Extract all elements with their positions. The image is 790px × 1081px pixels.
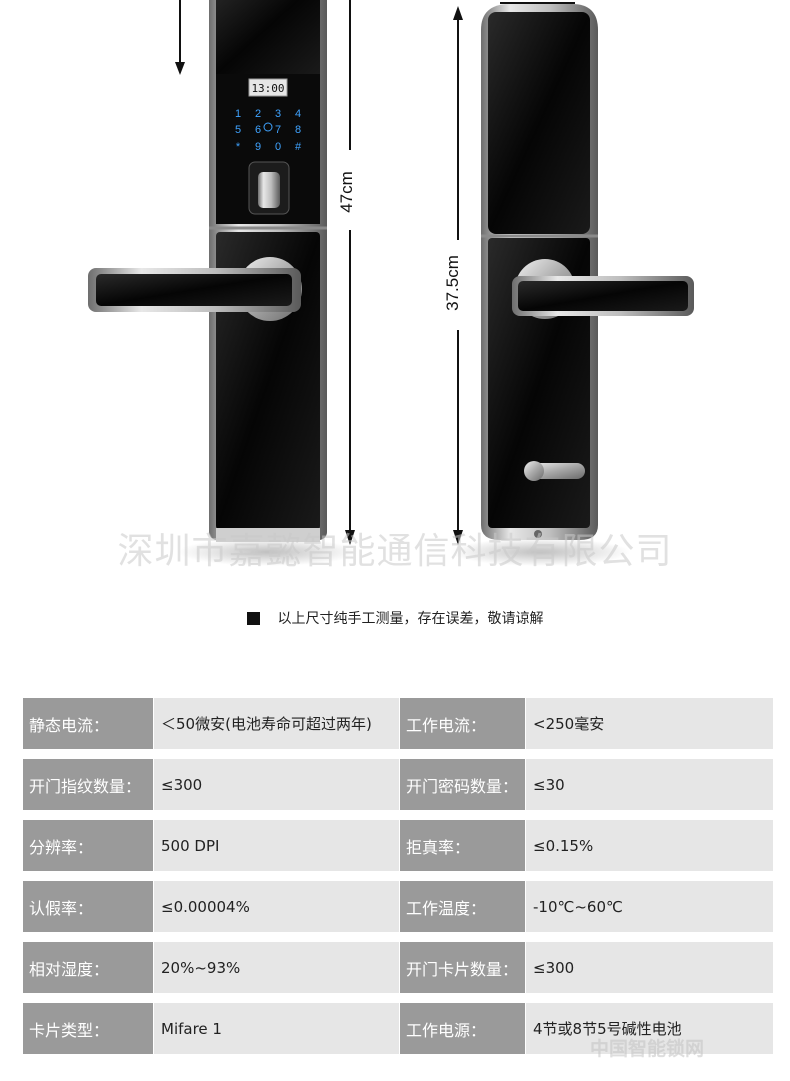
spec-value: ≤300 <box>153 759 399 810</box>
keypad-key: 9 <box>255 141 261 153</box>
spec-label: 开门指纹数量： <box>23 759 153 810</box>
height-47cm-label: 47cm <box>336 167 357 217</box>
keypad-key: # <box>295 141 302 153</box>
keypad-key: 5 <box>235 124 241 136</box>
table-row: 开门指纹数量： ≤300 开门密码数量： ≤30 <box>23 759 773 810</box>
square-bullet-icon <box>246 612 260 625</box>
keypad-key: * <box>236 141 241 153</box>
back-lock <box>481 4 694 540</box>
dimension-37.5cm <box>453 2 575 545</box>
spec-label: 卡片类型： <box>23 1003 153 1054</box>
top-arrow <box>175 0 185 75</box>
keypad-key: 1 <box>235 108 241 120</box>
spec-value: -10℃~60℃ <box>525 881 773 932</box>
spec-label: 静态电流： <box>23 698 153 749</box>
spec-label: 认假率： <box>23 881 153 932</box>
keypad-key: 8 <box>295 124 301 136</box>
spec-label: 工作温度： <box>399 881 525 932</box>
fingerprint-icon <box>258 172 280 208</box>
spec-label: 相对湿度： <box>23 942 153 993</box>
spec-table: 静态电流： ＜50微安(电池寿命可超过两年) 工作电流： <250毫安 开门指纹… <box>23 698 773 1064</box>
keypad-key: 3 <box>275 108 281 120</box>
spec-label: 拒真率： <box>399 820 525 871</box>
front-lock: 13:00 1 2 3 4 5 6 7 8 * 9 0 # <box>88 0 327 542</box>
spec-value: <250毫安 <box>525 698 773 749</box>
table-row: 认假率： ≤0.00004% 工作温度： -10℃~60℃ <box>23 881 773 932</box>
spec-label: 分辨率： <box>23 820 153 871</box>
spec-value: Mifare 1 <box>153 1003 399 1054</box>
spec-value: ≤30 <box>525 759 773 810</box>
spec-value: 4节或8节5号碱性电池 <box>525 1003 773 1054</box>
spec-value: 500 DPI <box>153 820 399 871</box>
clock-display <box>248 78 288 97</box>
spec-label: 开门卡片数量： <box>399 942 525 993</box>
product-illustration: 13:00 1 2 3 4 5 6 7 8 * 9 0 # <box>88 0 694 572</box>
keypad-key: 6 <box>255 124 261 136</box>
table-row: 卡片类型： Mifare 1 工作电源： 4节或8节5号碱性电池 <box>23 1003 773 1054</box>
keypad-key: 4 <box>295 108 301 120</box>
spec-value: ≤0.00004% <box>153 881 399 932</box>
spec-label: 工作电流： <box>399 698 525 749</box>
table-row: 静态电流： ＜50微安(电池寿命可超过两年) 工作电流： <250毫安 <box>23 698 773 749</box>
spec-value: 20%~93% <box>153 942 399 993</box>
note-text: 以上尺寸纯手工测量，存在误差，敬请谅解 <box>277 611 544 627</box>
keypad: 1 2 3 4 5 6 7 8 * 9 0 # <box>235 108 302 153</box>
keypad-key: 2 <box>255 108 261 120</box>
table-row: 相对湿度： 20%~93% 开门卡片数量： ≤300 <box>23 942 773 993</box>
spec-label: 开门密码数量： <box>399 759 525 810</box>
table-row: 分辨率： 500 DPI 拒真率： ≤0.15% <box>23 820 773 871</box>
spec-value: ≤0.15% <box>525 820 773 871</box>
keypad-key: 7 <box>275 124 281 136</box>
clock-text: 13:00 <box>251 82 284 95</box>
spec-value: ＜50微安(电池寿命可超过两年) <box>153 698 399 749</box>
measurement-note: 以上尺寸纯手工测量，存在误差，敬请谅解 <box>0 608 790 628</box>
spec-value: ≤300 <box>525 942 773 993</box>
keypad-key: 0 <box>275 141 281 153</box>
dimension-47cm <box>345 0 355 545</box>
height-37.5cm-label: 37.5cm <box>442 251 463 315</box>
spec-label: 工作电源： <box>399 1003 525 1054</box>
door-lock-drawing: 13:00 1 2 3 4 5 6 7 8 * 9 0 # <box>88 0 694 566</box>
